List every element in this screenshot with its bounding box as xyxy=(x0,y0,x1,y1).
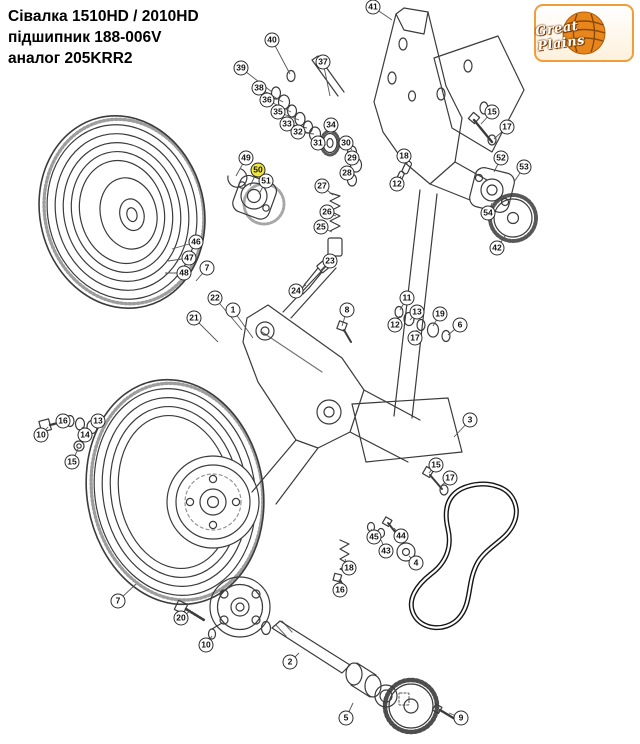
callout-18: 18 xyxy=(341,560,357,576)
belt-shield-plate xyxy=(351,397,463,463)
callout-46: 46 xyxy=(188,234,204,250)
callout-32: 32 xyxy=(290,124,306,140)
callout-7: 7 xyxy=(110,593,126,609)
callout-40: 40 xyxy=(264,32,280,48)
globe-icon xyxy=(562,11,606,55)
gauge-wheel-tire xyxy=(38,115,206,309)
callout-52: 52 xyxy=(493,150,509,166)
callout-41: 41 xyxy=(365,0,381,15)
callout-22: 22 xyxy=(207,290,223,306)
callout-13: 13 xyxy=(409,304,425,320)
callout-16: 16 xyxy=(332,582,348,598)
callout-25: 25 xyxy=(313,219,329,235)
callout-10: 10 xyxy=(198,637,214,653)
callout-39: 39 xyxy=(233,60,249,76)
callout-14: 14 xyxy=(77,427,93,443)
callout-26: 26 xyxy=(319,204,335,220)
callout-43: 43 xyxy=(378,543,394,559)
callout-12: 12 xyxy=(389,176,405,192)
title-line-model: Сівалка 1510HD / 2010HD xyxy=(8,8,199,25)
callout-24: 24 xyxy=(288,283,304,299)
callout-7: 7 xyxy=(199,260,215,276)
callout-27: 27 xyxy=(314,178,330,194)
callout-23: 23 xyxy=(322,253,338,269)
callout-21: 21 xyxy=(186,310,202,326)
callout-47: 47 xyxy=(181,250,197,266)
callout-48: 48 xyxy=(176,265,192,281)
callout-53: 53 xyxy=(516,159,532,175)
callout-18: 18 xyxy=(396,148,412,164)
callout-1: 1 xyxy=(225,302,241,318)
callout-54: 54 xyxy=(480,205,496,221)
callout-38: 38 xyxy=(251,80,267,96)
callout-28: 28 xyxy=(339,165,355,181)
callout-2: 2 xyxy=(282,654,298,670)
callout-5: 5 xyxy=(338,710,354,726)
callout-49: 49 xyxy=(238,150,254,166)
callout-17: 17 xyxy=(407,330,423,346)
callout-3: 3 xyxy=(462,412,478,428)
callout-51: 51 xyxy=(258,173,274,189)
drive-belt xyxy=(408,481,519,630)
title-line-analog: аналог 205KRR2 xyxy=(8,50,133,67)
page-title-block: Сівалка 1510HD / 2010HD підшипник 188-00… xyxy=(8,6,199,69)
press-wheel-tire xyxy=(85,378,265,606)
callout-8: 8 xyxy=(339,302,355,318)
callout-12: 12 xyxy=(387,317,403,333)
callout-11: 11 xyxy=(399,290,415,306)
callout-15: 15 xyxy=(64,454,80,470)
callout-10: 10 xyxy=(33,427,49,443)
axle-assembly xyxy=(173,576,457,735)
callout-42: 42 xyxy=(489,240,505,256)
shank-arm xyxy=(242,261,421,505)
callout-30: 30 xyxy=(338,135,354,151)
callout-34: 34 xyxy=(323,117,339,133)
callout-20: 20 xyxy=(173,610,189,626)
snap-ring xyxy=(227,168,248,188)
callout-6: 6 xyxy=(452,317,468,333)
callout-15: 15 xyxy=(428,457,444,473)
callout-16: 16 xyxy=(55,413,71,429)
callout-44: 44 xyxy=(393,528,409,544)
title-line-bearing: підшипник 188-006V xyxy=(8,29,162,46)
callout-45: 45 xyxy=(366,529,382,545)
callout-29: 29 xyxy=(344,150,360,166)
brand-logo: Great Plains xyxy=(534,4,634,62)
callout-36: 36 xyxy=(259,92,275,108)
spacer-stack xyxy=(336,305,451,343)
drive-sprocket xyxy=(382,677,440,735)
callout-15: 15 xyxy=(484,104,500,120)
callout-17: 17 xyxy=(442,470,458,486)
callout-17: 17 xyxy=(499,119,515,135)
callout-31: 31 xyxy=(310,135,326,151)
callout-35: 35 xyxy=(270,104,286,120)
callout-13: 13 xyxy=(90,413,106,429)
callout-37: 37 xyxy=(315,54,331,70)
callout-4: 4 xyxy=(408,555,424,571)
callout-19: 19 xyxy=(432,306,448,322)
callout-9: 9 xyxy=(453,710,469,726)
